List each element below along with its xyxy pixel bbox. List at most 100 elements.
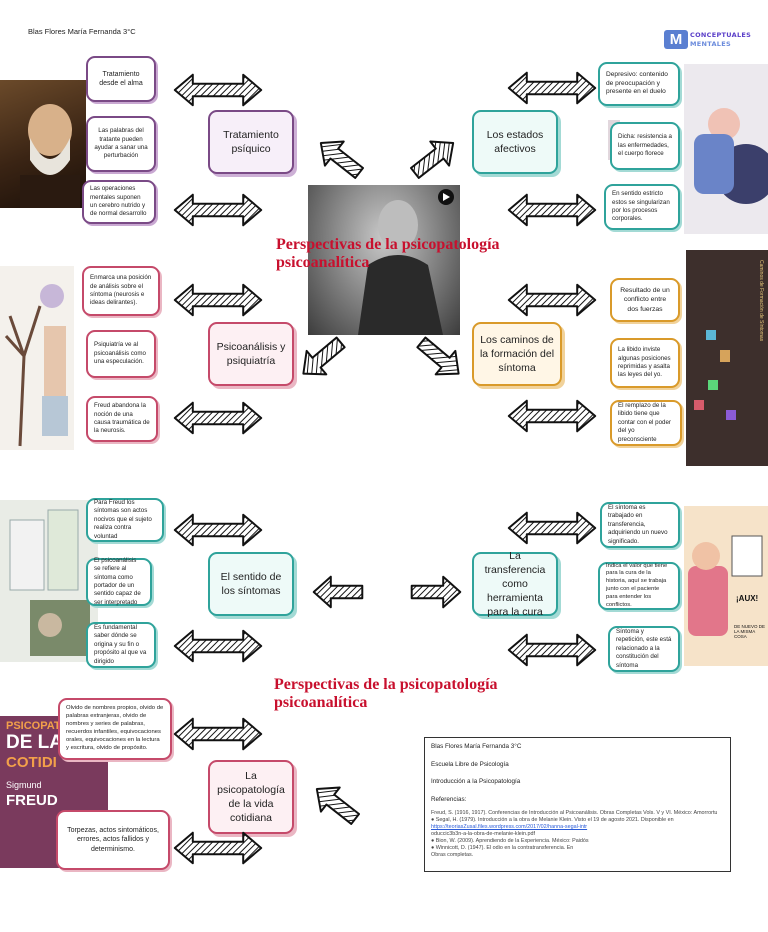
comic-text-aux: ¡AUX! — [736, 594, 759, 603]
symptom-formation-drawing — [694, 330, 736, 420]
detail-tratamiento-1-text: Tratamiento desde el alma — [99, 70, 143, 87]
detail-transferencia-3: Síntoma y repetición, este está relacion… — [608, 626, 680, 672]
arrow-center-to-transferencia — [406, 574, 466, 610]
transference-comic-image: ¡AUX! DE NUEVO DE LA MISMA COSA — [684, 506, 768, 666]
detail-tratamiento-2-text: Las palabras del tratante pueden ayudar … — [94, 127, 148, 160]
author-name: Blas Flores María Fernanda 3°C — [28, 27, 136, 36]
ref-link-segal[interactable]: https://teoriasZusal.files.wordpress.com… — [431, 824, 588, 831]
logo-line-1: CONCEPTUALES — [690, 31, 752, 39]
freud-center-drawing — [358, 189, 454, 335]
book-cover-cotidi: COTIDI — [6, 754, 57, 771]
arrow-sentido-up — [170, 512, 266, 548]
ref-course: Introducción a la Psicopatología — [431, 778, 521, 785]
detail-estados-1: Depresivo: contenido de preocupación y p… — [598, 62, 680, 106]
book-cover-author2: FREUD — [6, 792, 58, 809]
arrow-center-to-sentido — [308, 574, 368, 610]
tree-cartoon-drawing — [4, 284, 68, 447]
detail-psicoanalisis-3-text: Freud abandona la noción de una causa tr… — [94, 402, 150, 435]
book-cover-author1: Sigmund — [6, 780, 42, 790]
detail-sentido-2-text: El psicoanálisis se refiere al síntoma c… — [94, 556, 141, 606]
ref-entry-winnicott: ● Winnicott, D. (1947). El odio en la co… — [431, 845, 574, 852]
detail-caminos-1-text: Resultado de un conflicto entre dos fuer… — [620, 287, 670, 313]
arrow-center-to-cotidiana — [301, 771, 370, 836]
arrow-tratamiento-down — [170, 192, 266, 228]
detail-transferencia-3-text: Síntoma y repetición, este está relacion… — [616, 628, 672, 669]
ref-entry-segal: ● Segal, H. (1979). Introducción a la ob… — [431, 817, 674, 824]
logo-mark: M — [664, 30, 688, 49]
node-tratamiento-psiquico: Tratamiento psíquico — [208, 110, 294, 174]
detail-tratamiento-3: Las operaciones mentales suponen un cere… — [82, 180, 156, 224]
freud-portrait-image — [0, 80, 86, 208]
arrow-tratamiento-up — [170, 72, 266, 108]
detail-transferencia-1: El síntoma es trabajado en transferencia… — [600, 502, 680, 548]
node-caminos-sintoma: Los caminos de la formación del síntoma — [472, 322, 562, 386]
detail-caminos-1: Resultado de un conflicto entre dos fuer… — [610, 278, 680, 322]
detail-psicoanalisis-1-text: Enmarca una posición de análisis sobre e… — [90, 274, 152, 307]
detail-tratamiento-1: Tratamiento desde el alma — [86, 56, 156, 102]
ref-entry-freud: Freud, S. (1916, 1917). Conferencias de … — [431, 810, 718, 816]
node-transferencia: La transferencia como herramienta para l… — [472, 550, 558, 618]
freud-books-image — [0, 500, 98, 662]
arrow-caminos-up — [504, 282, 600, 318]
detail-estados-3-text: En sentido estricto estos se singulariza… — [612, 190, 670, 223]
freud-center-photo — [308, 185, 460, 335]
ref-school: Escuela Libre de Psicología — [431, 760, 509, 768]
node-tratamiento-label: Tratamiento psíquico — [223, 128, 279, 155]
arrow-estados-up — [504, 70, 600, 106]
detail-sentido-2: El psicoanálisis se refiere al síntoma c… — [86, 556, 152, 606]
detail-caminos-3: El remplazo de la libido tiene que conta… — [610, 400, 682, 446]
detail-sentido-3-text: Es fundamental saber dónde se origina y … — [94, 624, 147, 665]
book-cover-dela: DE LA — [6, 732, 63, 753]
detail-sentido-1: Para Freud los síntomas son actos nocivo… — [86, 498, 164, 542]
detail-transferencia-2-text: Indica el valor que tiene para la cura d… — [606, 562, 668, 608]
detail-estados-1-text: Depresivo: contenido de preocupación y p… — [606, 70, 668, 96]
detail-caminos-2-text: La libido inviste algunas posiciones rep… — [618, 346, 671, 379]
arrow-transferencia-up — [504, 510, 600, 546]
detail-caminos-2: La libido inviste algunas posiciones rep… — [610, 338, 680, 388]
ref-link-segal-cont: oduccic3b3n-a-la-obra-de-melanie-klein.p… — [431, 831, 535, 838]
node-estados-label: Los estados afectivos — [486, 128, 544, 155]
arrow-sentido-down — [170, 628, 266, 664]
ref-heading: Referencias: — [431, 795, 467, 803]
detail-estados-2: Dicha: resistencia a las enfermedades, e… — [610, 122, 680, 170]
detail-transferencia-2: Indica el valor que tiene para la cura d… — [598, 562, 680, 610]
symptom-formation-image: Caminos de Formación de Síntomas — [686, 250, 768, 466]
detail-estados-2-text: Dicha: resistencia a las enfermedades, e… — [618, 133, 672, 158]
node-psicoanalisis-label: Psicoanálisis y psiquiatría — [216, 340, 286, 367]
title-top: Perspectivas de la psicopatología psicoa… — [276, 236, 500, 272]
node-estados-afectivos: Los estados afectivos — [472, 110, 558, 174]
side-banner-text: Caminos de Formación de Síntomas — [758, 260, 764, 342]
arrow-estados-down — [504, 192, 600, 228]
detail-cotidiana-1: Olvido de nombres propios, olvido de pal… — [58, 698, 172, 760]
brand-logo: M CONCEPTUALES MENTALES — [664, 30, 751, 50]
comic-text-nuevo: DE NUEVO DE LA MISMA COSA — [734, 624, 766, 639]
arrow-caminos-down — [504, 398, 600, 434]
arrow-cotidiana-up — [170, 716, 266, 752]
tree-cartoon-image — [0, 266, 74, 450]
freud-portrait-drawing — [20, 104, 80, 208]
detail-cotidiana-2-text: Torpezas, actos sintomáticos, errores, a… — [67, 826, 159, 853]
detail-cotidiana-2: Torpezas, actos sintomáticos, errores, a… — [56, 810, 170, 870]
logo-line-2: MENTALES — [690, 40, 731, 48]
detail-psicoanalisis-2-text: Psiquiatría ve al psicoanálisis como una… — [94, 341, 146, 366]
detail-caminos-3-text: El remplazo de la libido tiene que conta… — [618, 402, 671, 443]
arrow-cotidiana-down — [170, 830, 266, 866]
node-cotidiana-label: La psicopatología de la vida cotidiana — [217, 769, 285, 825]
node-sentido-label: El sentido de los síntomas — [220, 570, 282, 597]
ref-author: Blas Flores María Fernanda 3°C — [431, 743, 522, 750]
detail-tratamiento-2: Las palabras del tratante pueden ayudar … — [86, 116, 156, 172]
node-caminos-label: Los caminos de la formación del síntoma — [479, 333, 555, 375]
arrow-center-to-estados — [399, 125, 468, 190]
book-cover-psico: PSICOPAT — [6, 720, 61, 732]
detail-tratamiento-3-text: Las operaciones mentales suponen un cere… — [90, 185, 147, 218]
node-sentido-sintomas: El sentido de los síntomas — [208, 552, 294, 616]
node-vida-cotidiana: La psicopatología de la vida cotidiana — [208, 760, 294, 834]
detail-psicoanalisis-2: Psiquiatría ve al psicoanálisis como una… — [86, 330, 156, 378]
depression-illustration-image — [684, 64, 768, 234]
arrow-center-to-tratamiento — [305, 125, 374, 190]
references-box: Blas Flores María Fernanda 3°C Escuela L… — [424, 737, 731, 872]
arrow-transferencia-down — [504, 632, 600, 668]
depression-illustration-drawing — [694, 108, 768, 204]
ref-entry-bion: ● Bion, W. (2009). Aprendiendo de la Exp… — [431, 838, 589, 845]
detail-cotidiana-1-text: Olvido de nombres propios, olvido de pal… — [66, 705, 164, 751]
